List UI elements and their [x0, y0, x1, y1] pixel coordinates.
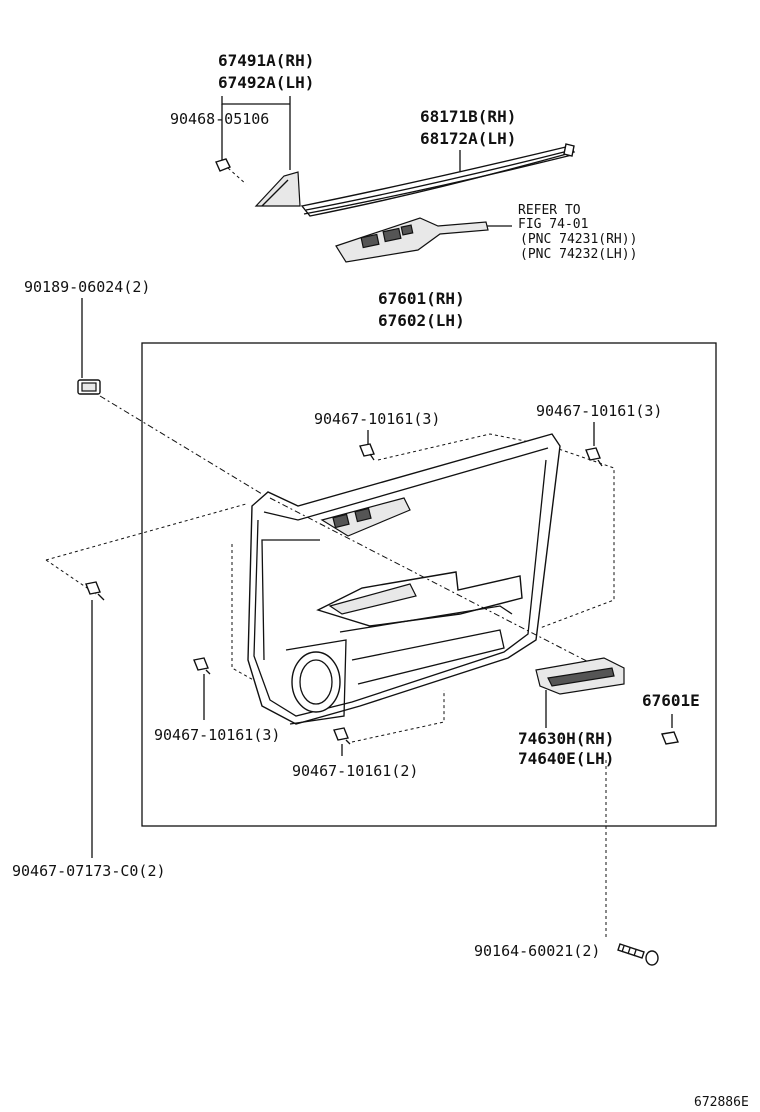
label-refer-line1: REFER TO [518, 203, 581, 218]
assembly-frame [141, 342, 717, 827]
label-90467-10161-bottom-left: 90467-10161(3) [154, 726, 280, 744]
armrest-base-icon [535, 657, 625, 695]
label-68172a: 68172A(LH) [420, 129, 516, 148]
leader-67491a [221, 96, 291, 170]
label-refer-line4: (PNC 74232(LH)) [520, 247, 637, 262]
clip-90467-bottom-mid-icon [333, 727, 351, 745]
clip-90189-icon [77, 379, 101, 395]
label-67601e: 67601E [642, 691, 700, 710]
screw-90164-icon [617, 943, 659, 966]
label-90467-10161-top-right: 90467-10161(3) [536, 402, 662, 420]
figure-code: 672886E [694, 1095, 749, 1110]
label-90467-07173-c0: 90467-07173-C0(2) [12, 862, 166, 880]
label-refer-line3: (PNC 74231(RH)) [520, 232, 637, 247]
label-74640e: 74640E(LH) [518, 749, 614, 768]
clip-90467-07173-icon [85, 581, 105, 601]
label-67491a: 67491A(RH) [218, 51, 314, 70]
dash-ref-bottom [351, 690, 445, 743]
label-90164-60021: 90164-60021(2) [474, 942, 600, 960]
label-refer-line2: FIG 74-01 [518, 217, 588, 232]
centerline-90189 [99, 395, 263, 495]
label-74630h: 74630H(RH) [518, 729, 614, 748]
switch-base-icon [335, 217, 489, 263]
label-68171b: 68171B(RH) [420, 107, 516, 126]
label-90467-10161-top-left: 90467-10161(3) [314, 410, 440, 428]
door-trim-board-icon [247, 433, 561, 725]
label-67601: 67601(RH) [378, 289, 465, 308]
label-67602: 67602(LH) [378, 311, 465, 330]
clip-90467-bottom-left-icon [193, 657, 211, 675]
cap-67601e-icon [661, 731, 679, 745]
label-90189-06024: 90189-06024(2) [24, 278, 150, 296]
dash-ref-top [377, 433, 615, 629]
label-90468-05106: 90468-05106 [170, 110, 269, 128]
dash-ref-left-long [45, 503, 247, 561]
corner-garnish-icon [254, 171, 301, 207]
belt-moulding-icon [300, 143, 576, 217]
clip-90468-icon [215, 158, 247, 185]
clip-90467-top-left-icon [359, 443, 375, 461]
label-67492a: 67492A(LH) [218, 73, 314, 92]
label-90467-10161-bottom-mid: 90467-10161(2) [292, 762, 418, 780]
